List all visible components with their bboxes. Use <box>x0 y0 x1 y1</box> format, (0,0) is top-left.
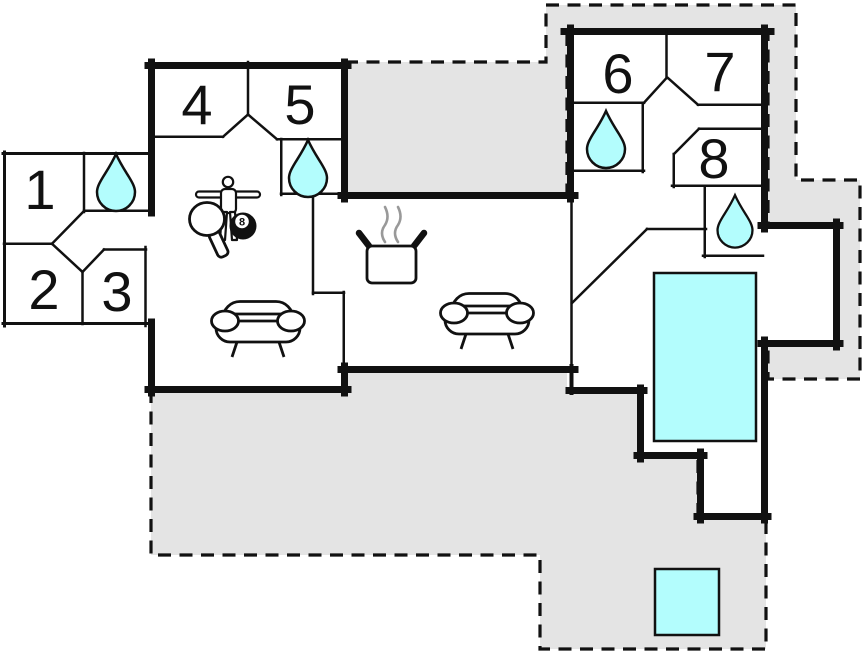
room-label-3: 3 <box>101 260 132 323</box>
room-label-1: 1 <box>24 158 55 221</box>
outer-walls <box>144 24 844 524</box>
hot-tub <box>653 567 721 637</box>
room-label-8: 8 <box>698 127 729 190</box>
room-labels: 1 2 3 4 5 6 7 8 <box>24 40 735 323</box>
billiard-ball-number: 8 <box>239 217 245 229</box>
room-label-6: 6 <box>602 42 633 105</box>
middle-section-floor <box>313 192 573 373</box>
table-tennis-paddle-icon <box>188 201 230 259</box>
steam-lines <box>393 205 402 244</box>
room-label-7: 7 <box>704 40 735 103</box>
swimming-pool <box>652 271 758 443</box>
room-label-5: 5 <box>284 73 315 136</box>
terrace-south <box>149 368 768 651</box>
steam-lines <box>380 205 389 244</box>
billiard-8-ball-icon: 8 <box>229 212 257 240</box>
room-label-4: 4 <box>181 73 212 136</box>
right-building-interior-walls <box>569 29 765 370</box>
room-label-2: 2 <box>28 258 59 321</box>
cooking-pot-icon <box>355 205 428 285</box>
